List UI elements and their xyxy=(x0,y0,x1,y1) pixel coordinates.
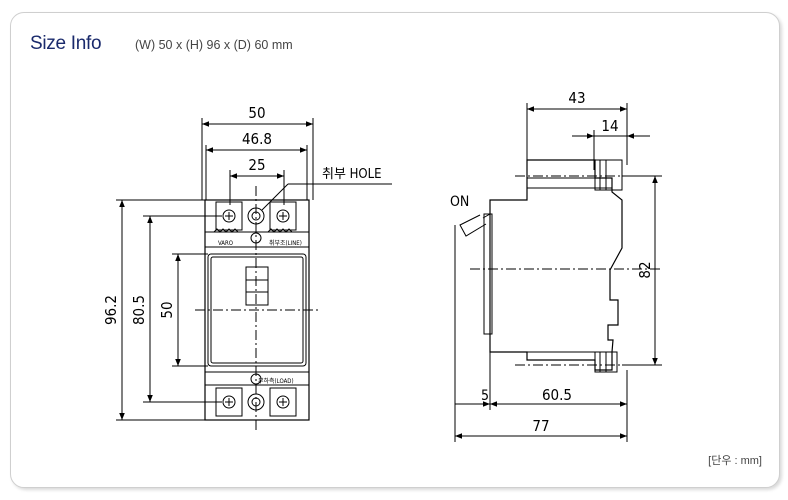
section-title: Size Info xyxy=(30,33,102,54)
dim-height-window: 50 xyxy=(158,301,176,318)
dim-depth-top: 43 xyxy=(568,89,585,107)
dim-height-total: 96.2 xyxy=(102,295,120,325)
unit-label: [단우 : mm] xyxy=(708,455,762,467)
dim-width-inner: 46.8 xyxy=(242,130,272,148)
top-right-terminal-label: 취부조(LINE) xyxy=(269,239,302,247)
top-left-terminal-label: VARO xyxy=(218,240,233,247)
front-view xyxy=(116,118,392,432)
dim-hole-spacing: 25 xyxy=(248,156,265,174)
dim-height-mount: 80.5 xyxy=(130,295,148,325)
dim-depth-terminal: 14 xyxy=(601,117,618,135)
bottom-terminal-label: 부하측(LOAD) xyxy=(258,377,294,385)
dim-depth-total: 77 xyxy=(532,417,549,435)
dim-offset: 5 xyxy=(481,388,489,404)
dimensions-summary: (W) 50 x (H) 96 x (D) 60 mm xyxy=(135,38,293,52)
on-label: ON xyxy=(450,194,469,210)
dim-width-outer: 50 xyxy=(248,104,265,122)
dim-height-side: 82 xyxy=(636,261,654,278)
side-view xyxy=(454,103,662,442)
dim-depth-body: 60.5 xyxy=(542,386,572,404)
hole-label: 취부 HOLE xyxy=(322,167,382,182)
size-info-panel xyxy=(10,12,780,488)
